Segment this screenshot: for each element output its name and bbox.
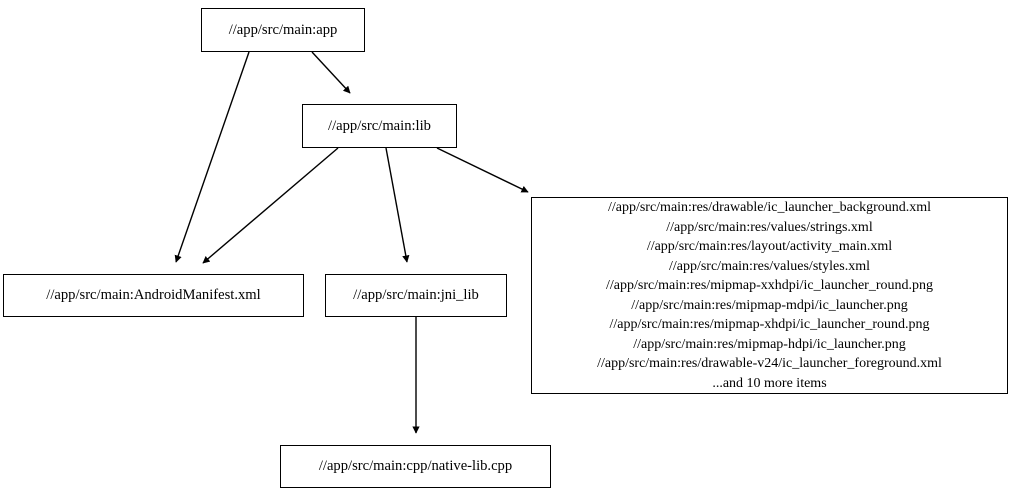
node-jni-lib-label: //app/src/main:jni_lib [353,287,479,304]
node-jni-lib[interactable]: //app/src/main:jni_lib [325,274,507,317]
edge-lib-to-manifest [202,147,339,264]
node-native-lib-cpp[interactable]: //app/src/main:cpp/native-lib.cpp [280,445,551,488]
node-res-group-label: //app/src/main:res/drawable/ic_launcher_… [597,200,942,391]
node-lib-label: //app/src/main:lib [328,117,431,134]
node-app-label: //app/src/main:app [228,21,338,38]
edge-app-to-manifest [174,51,250,263]
node-res-group[interactable]: //app/src/main:res/drawable/ic_launcher_… [531,197,1008,394]
node-lib[interactable]: //app/src/main:lib [302,104,457,148]
edge-lib-to-res [436,147,529,193]
node-native-lib-cpp-label: //app/src/main:cpp/native-lib.cpp [318,458,513,475]
node-android-manifest[interactable]: //app/src/main:AndroidManifest.xml [3,274,304,317]
edge-lib-to-jni-lib [385,147,410,263]
edge-app-to-lib [311,51,351,94]
node-android-manifest-label: //app/src/main:AndroidManifest.xml [46,287,261,304]
node-app[interactable]: //app/src/main:app [201,8,365,52]
